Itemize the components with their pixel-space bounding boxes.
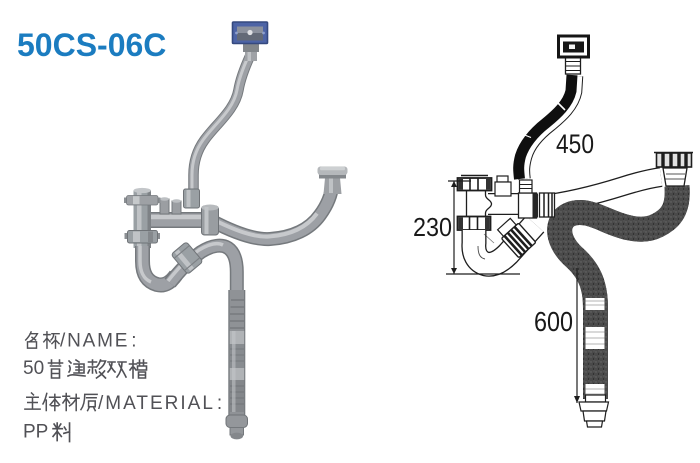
svg-text:450: 450 [556, 129, 594, 159]
svg-text:600: 600 [534, 306, 573, 337]
svg-text:50CS-06C: 50CS-06C [17, 27, 166, 63]
svg-text:50: 50 [23, 358, 44, 379]
svg-text:230: 230 [413, 212, 452, 242]
svg-text:/NAME:: /NAME: [60, 331, 138, 352]
svg-text:/MATERIAL:: /MATERIAL: [98, 393, 224, 414]
svg-text:PP: PP [23, 422, 48, 443]
